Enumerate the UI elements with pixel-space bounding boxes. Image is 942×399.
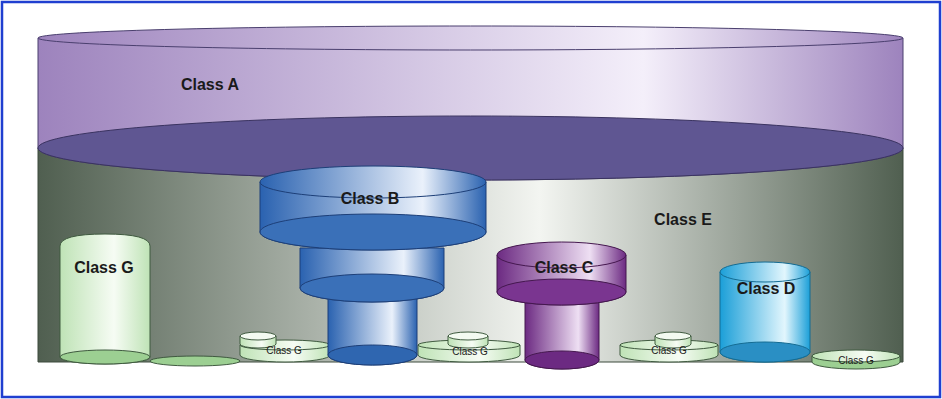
class-label: Class G	[74, 259, 134, 277]
class-label: Class G	[651, 345, 687, 356]
airspace-tiered-cake: Class C	[497, 242, 626, 362]
class-label: Class A	[181, 76, 239, 94]
airspace-cylinder: Class G	[60, 234, 150, 357]
class-label: Class B	[341, 190, 400, 208]
class-label: Class C	[535, 259, 594, 277]
airspace-disk: Class G	[418, 332, 520, 358]
airspace-disk: Class G	[240, 332, 330, 358]
airspace-disk: Class A	[38, 26, 903, 148]
class-label: Class G	[452, 346, 488, 357]
airspace-disk: Class G	[620, 332, 718, 358]
airspace-region: Class G Class B Class C Class D Class G Class…	[38, 148, 903, 362]
airspace-tiered-cake: Class B	[260, 166, 486, 358]
class-label: Class G	[838, 355, 874, 366]
class-label: Class G	[266, 345, 302, 356]
class-label: Class E	[654, 211, 712, 229]
airspace-cylinder: Class D	[720, 262, 810, 354]
class-label: Class D	[737, 280, 796, 298]
airspace-disk: Class G	[812, 350, 900, 368]
